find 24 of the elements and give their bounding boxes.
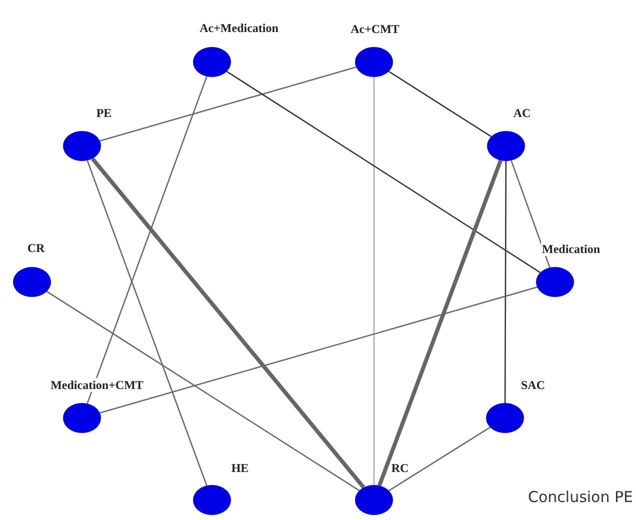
node-label: RC [390, 461, 410, 475]
node-label: AC [512, 106, 532, 120]
connecting-line [100, 66, 356, 142]
node-label: PE [95, 106, 113, 120]
connecting-line [86, 76, 208, 404]
node-label: Ac+CMT [350, 22, 400, 36]
thick-line [90, 157, 366, 489]
node-label: SAC [520, 378, 546, 392]
connecting-line [86, 160, 208, 486]
node-label: Ac+Medication [198, 21, 280, 35]
conclusion-note: Conclusion PE [528, 488, 634, 506]
connecting-line [388, 426, 490, 492]
connecting-line [504, 161, 507, 403]
thick-line [378, 160, 502, 486]
node-label: HE [230, 461, 250, 475]
node-label: CR [26, 241, 46, 255]
connecting-line [226, 70, 541, 274]
node-label: Medication [541, 242, 601, 256]
connecting-line [373, 77, 375, 485]
connecting-line [46, 290, 360, 492]
connecting-line [100, 286, 538, 414]
node-label: Medication+CMT [50, 378, 144, 392]
connecting-line [510, 160, 550, 268]
connecting-line [388, 70, 492, 138]
